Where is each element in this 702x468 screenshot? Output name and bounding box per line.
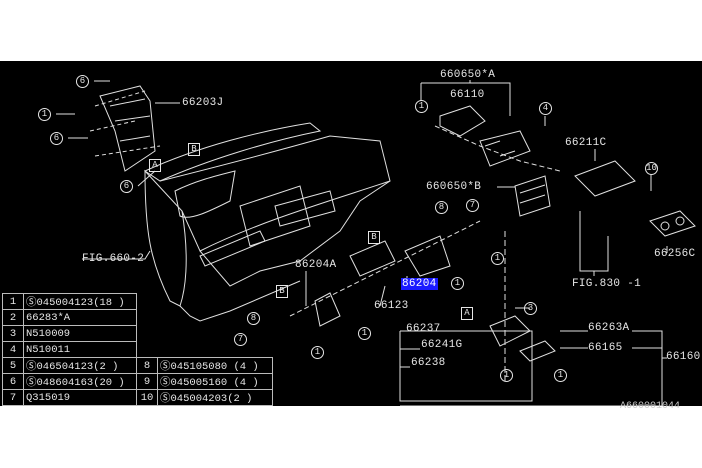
leader-lines — [56, 80, 668, 406]
callout-1: 1 — [554, 369, 567, 382]
label-66203j: 66203J — [182, 97, 224, 109]
callout-7: 7 — [466, 199, 479, 212]
callout-4: 4 — [539, 102, 552, 115]
legend-part-number: Ⓢ046504123(2 ) — [23, 357, 137, 374]
legend-ref: 3 — [2, 325, 24, 342]
legend-part-number: Ⓢ045105080 (4 ) — [157, 357, 273, 374]
legend-ref: 7 — [2, 389, 24, 406]
legend-ref: 6 — [2, 373, 24, 390]
legend-part-number: N510009 — [23, 325, 137, 342]
legend-part-number: Ⓢ048604163(20 ) — [23, 373, 137, 390]
ref-box-a: A — [461, 307, 473, 320]
exploded-view-drawing — [56, 80, 696, 406]
callout-6: 6 — [76, 75, 89, 88]
legend-ref: 2 — [2, 309, 24, 326]
callout-8: 8 — [435, 201, 448, 214]
ref-box-b: B — [368, 231, 380, 244]
bracket-66203j — [89, 85, 161, 172]
legend-part-number: Ⓢ045004123(18 ) — [23, 293, 137, 310]
label-66238: 66238 — [411, 357, 446, 369]
legend-part-number: Q315019 — [23, 389, 137, 406]
callout-1: 1 — [38, 108, 51, 121]
label-660650a: 660650*A — [440, 69, 496, 81]
legend-part-number: N510011 — [23, 341, 137, 358]
legend-ref: 9 — [136, 373, 158, 390]
label-66110: 66110 — [450, 89, 485, 101]
callout-10: 10 — [645, 162, 658, 175]
callout-6: 6 — [120, 180, 133, 193]
legend-part-number: 66283*A — [23, 309, 137, 326]
label-fig-830-1[interactable]: FIG.830 -1 — [572, 278, 642, 290]
legend-ref: 1 — [2, 293, 24, 310]
ref-box-b: B — [188, 143, 200, 156]
legend-part-number: Ⓢ045005160 (4 ) — [157, 373, 273, 390]
label-86204-selected[interactable]: 86204 — [401, 278, 438, 290]
panel-66211c — [574, 160, 636, 197]
label-66241g: 66241G — [421, 339, 463, 351]
callout-1: 1 — [500, 369, 513, 382]
label-66165: 66165 — [588, 342, 623, 354]
vent-assembly — [434, 105, 561, 172]
callout-1: 1 — [491, 252, 504, 265]
panel-66256c — [649, 210, 696, 237]
panel-660650b — [514, 175, 551, 217]
callout-3: 3 — [524, 302, 537, 315]
legend-ref: 4 — [2, 341, 24, 358]
callout-1: 1 — [358, 327, 371, 340]
bracket-86204 — [289, 220, 481, 327]
ref-box-b: B — [276, 285, 288, 298]
callout-7: 7 — [234, 333, 247, 346]
label-66263a: 66263A — [588, 322, 630, 334]
legend-ref: 5 — [2, 357, 24, 374]
callout-8: 8 — [247, 312, 260, 325]
label-660650b: 660650*B — [426, 181, 482, 193]
label-66237: 66237 — [406, 323, 441, 335]
label-66160: 66160 — [666, 351, 701, 363]
label-fig-660-2[interactable]: FIG.660-2 — [82, 253, 145, 265]
dashboard-outline — [143, 122, 391, 322]
legend-ref: 8 — [136, 357, 158, 374]
ref-box-a: A — [149, 159, 161, 172]
label-66211c: 66211C — [565, 137, 607, 149]
label-66256c: 66256C — [654, 248, 696, 260]
legend-ref: 10 — [136, 389, 158, 406]
legend-part-number: Ⓢ045004203(2 ) — [157, 389, 273, 406]
callout-1: 1 — [311, 346, 324, 359]
callout-6: 6 — [50, 132, 63, 145]
callout-1: 1 — [451, 277, 464, 290]
label-86204a: 86204A — [295, 259, 337, 271]
callout-1: 1 — [415, 100, 428, 113]
label-66123: 66123 — [374, 300, 409, 312]
drawing-code: A660001044 — [620, 401, 681, 412]
